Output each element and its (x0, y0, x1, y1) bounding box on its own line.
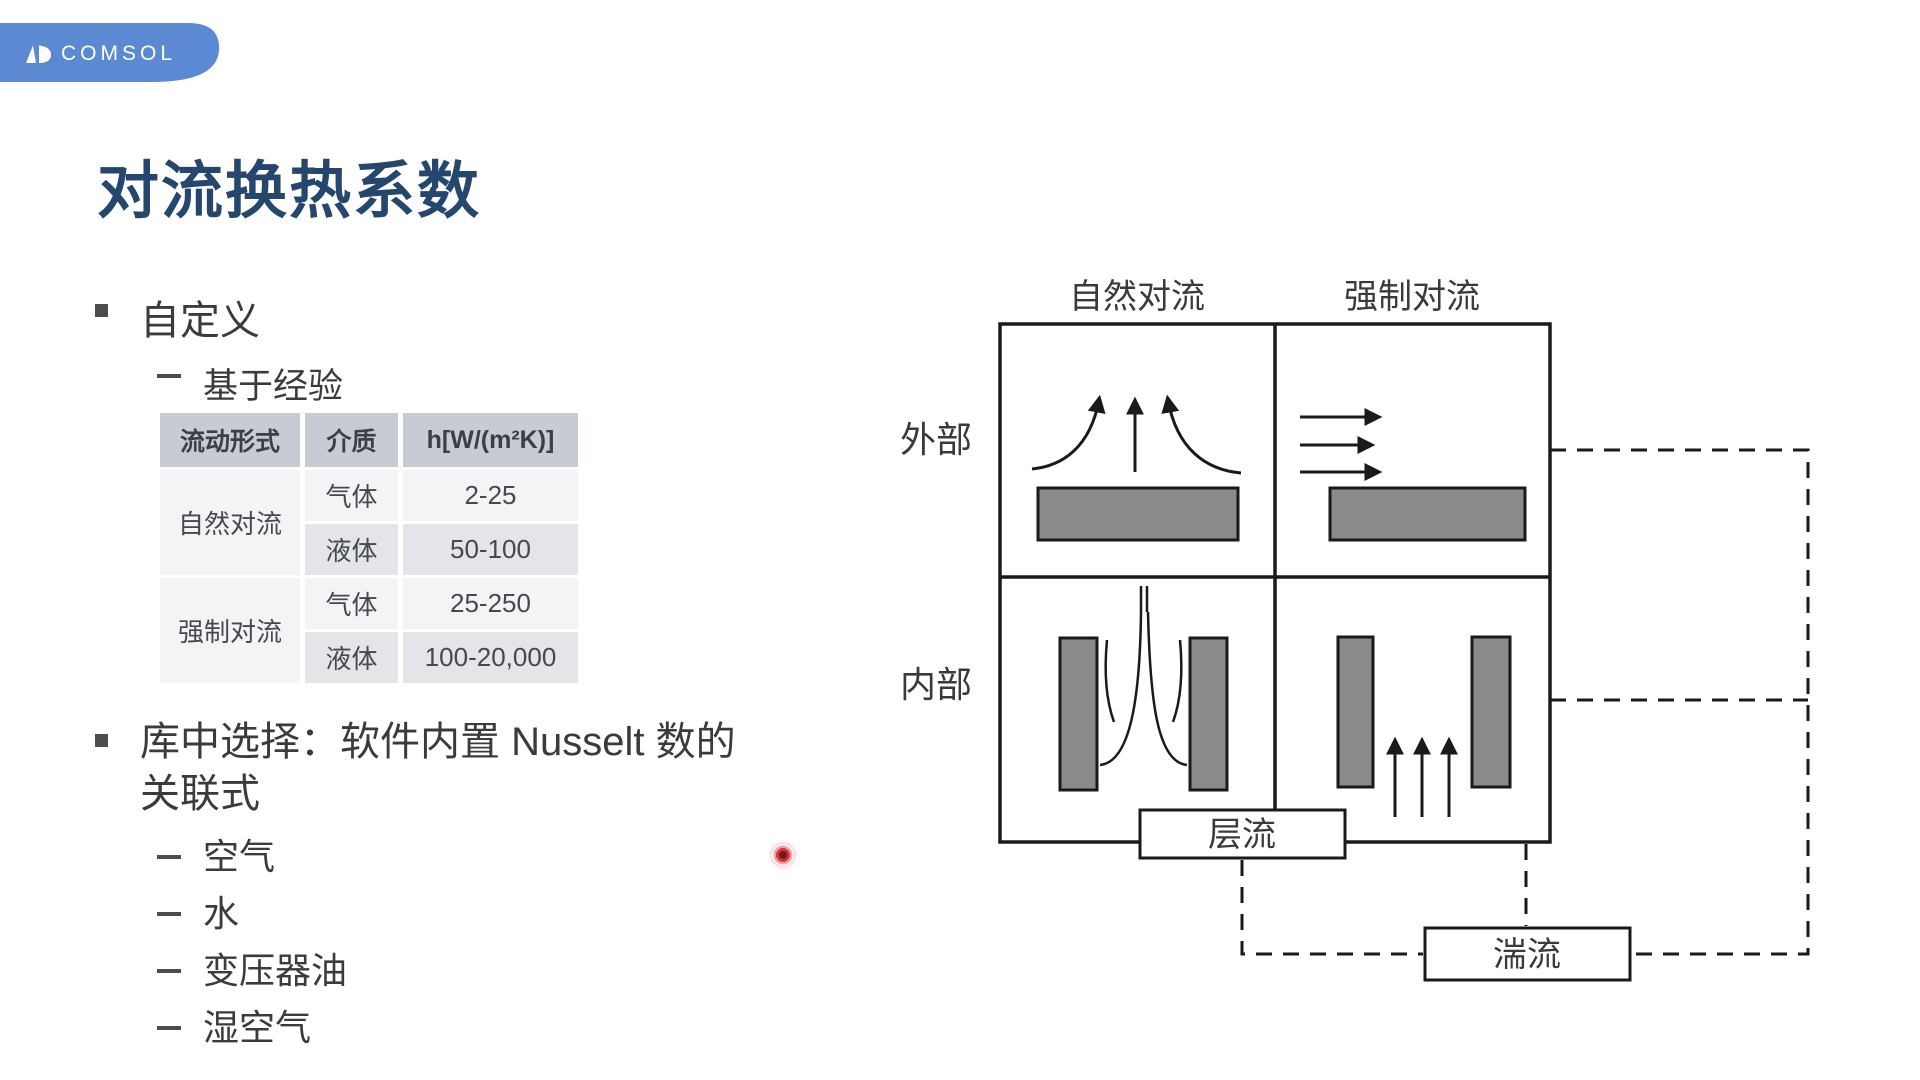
table-cell-value: 100-20,000 (403, 632, 578, 683)
laminar-flow-box: 层流 (1138, 808, 1347, 860)
turbulent-flow-box: 湍流 (1423, 926, 1632, 982)
list-item-air: 空气 (157, 838, 347, 875)
bullet-library-text: 库中选择：软件内置 Nusselt 数的 关联式 (140, 716, 736, 820)
heated-plate (1328, 486, 1527, 542)
channel-wall-left (1336, 635, 1375, 789)
regime-connector-lines (1240, 448, 1810, 956)
buoyant-flow-arrows (1031, 394, 1242, 475)
list-item-label: 湿空气 (203, 1007, 312, 1048)
comsol-badge (0, 23, 220, 82)
list-item-label: 空气 (203, 836, 276, 877)
bullet-library-line1: 库中选择：软件内置 Nusselt 数的 (140, 720, 736, 764)
bullet-library-line2: 关联式 (140, 772, 260, 816)
sub-bullet-empirical: 基于经验 (157, 358, 343, 409)
channel-wall-left (1058, 636, 1099, 792)
table-header-flow-form: 流动形式 (160, 413, 300, 467)
table-cell-value: 25-250 (403, 578, 578, 629)
comsol-logo: COMSOL (25, 41, 176, 67)
table-cell-medium: 气体 (305, 578, 398, 629)
sub-bullet-empirical-label: 基于经验 (203, 367, 344, 406)
dash-bullet-icon (157, 912, 181, 916)
comsol-flow-icon (26, 45, 51, 63)
table-cell-forced-convection: 强制对流 (160, 578, 300, 683)
list-item-label: 变压器油 (203, 950, 348, 991)
brand-name: COMSOL (61, 42, 177, 65)
cross-flow-arrows (1300, 408, 1383, 481)
turbulent-label: 湍流 (1493, 936, 1561, 974)
convection-regimes-diagram: 自然对流 强制对流 外部 内部 (900, 278, 1810, 982)
diagram-col-label-forced: 强制对流 (1344, 278, 1480, 316)
diagram-col-label-natural: 自然对流 (1069, 278, 1205, 316)
quadrant-grid (998, 322, 1552, 844)
list-item-water: 水 (157, 895, 347, 932)
channel-flow-arrows (1386, 736, 1458, 817)
chimney-flow-lines (1099, 586, 1188, 767)
list-item-moist-air: 湿空气 (157, 1009, 347, 1046)
square-bullet-icon (95, 734, 108, 747)
list-item-label: 水 (203, 893, 240, 934)
page-title: 对流换热系数 (97, 157, 482, 226)
badge-shape (0, 23, 220, 82)
heated-plate (1036, 486, 1240, 542)
channel-wall-right (1188, 636, 1229, 792)
table-cell-value: 2-25 (403, 470, 578, 521)
table-cell-value: 50-100 (403, 524, 578, 575)
dash-bullet-icon (157, 374, 181, 378)
diagram-row-label-internal: 内部 (900, 664, 972, 705)
table-cell-natural-convection: 自然对流 (160, 470, 300, 575)
table-cell-medium: 液体 (305, 524, 398, 575)
dash-bullet-icon (157, 1026, 181, 1030)
fluid-list: 空气 水 变压器油 湿空气 (157, 838, 347, 1066)
bullet-custom-label: 自定义 (140, 299, 260, 343)
laminar-label: 层流 (1208, 816, 1276, 854)
table-cell-medium: 气体 (305, 470, 398, 521)
external-forced-convection (1300, 408, 1527, 542)
square-bullet-icon (95, 304, 108, 317)
table-header-medium: 介质 (305, 413, 398, 467)
dash-bullet-icon (157, 855, 181, 859)
internal-natural-convection (1058, 586, 1229, 792)
diagram-row-label-external: 外部 (900, 419, 972, 460)
internal-forced-convection (1336, 635, 1512, 817)
dash-bullet-icon (157, 969, 181, 973)
bullet-library-selection: 库中选择：软件内置 Nusselt 数的 关联式 (95, 716, 736, 820)
table-cell-medium: 液体 (305, 632, 398, 683)
list-item-transformer-oil: 变压器油 (157, 952, 347, 989)
bullet-custom: 自定义 (95, 288, 260, 346)
channel-wall-right (1470, 635, 1512, 789)
external-natural-convection (1031, 394, 1242, 542)
table-header-h-value: h[W/(m²K)] (403, 413, 578, 467)
cursor-highlight-dot (772, 844, 794, 866)
h-coefficient-table: 流动形式 介质 h[W/(m²K)] 自然对流 气体 2-25 液体 50-10… (160, 413, 578, 683)
